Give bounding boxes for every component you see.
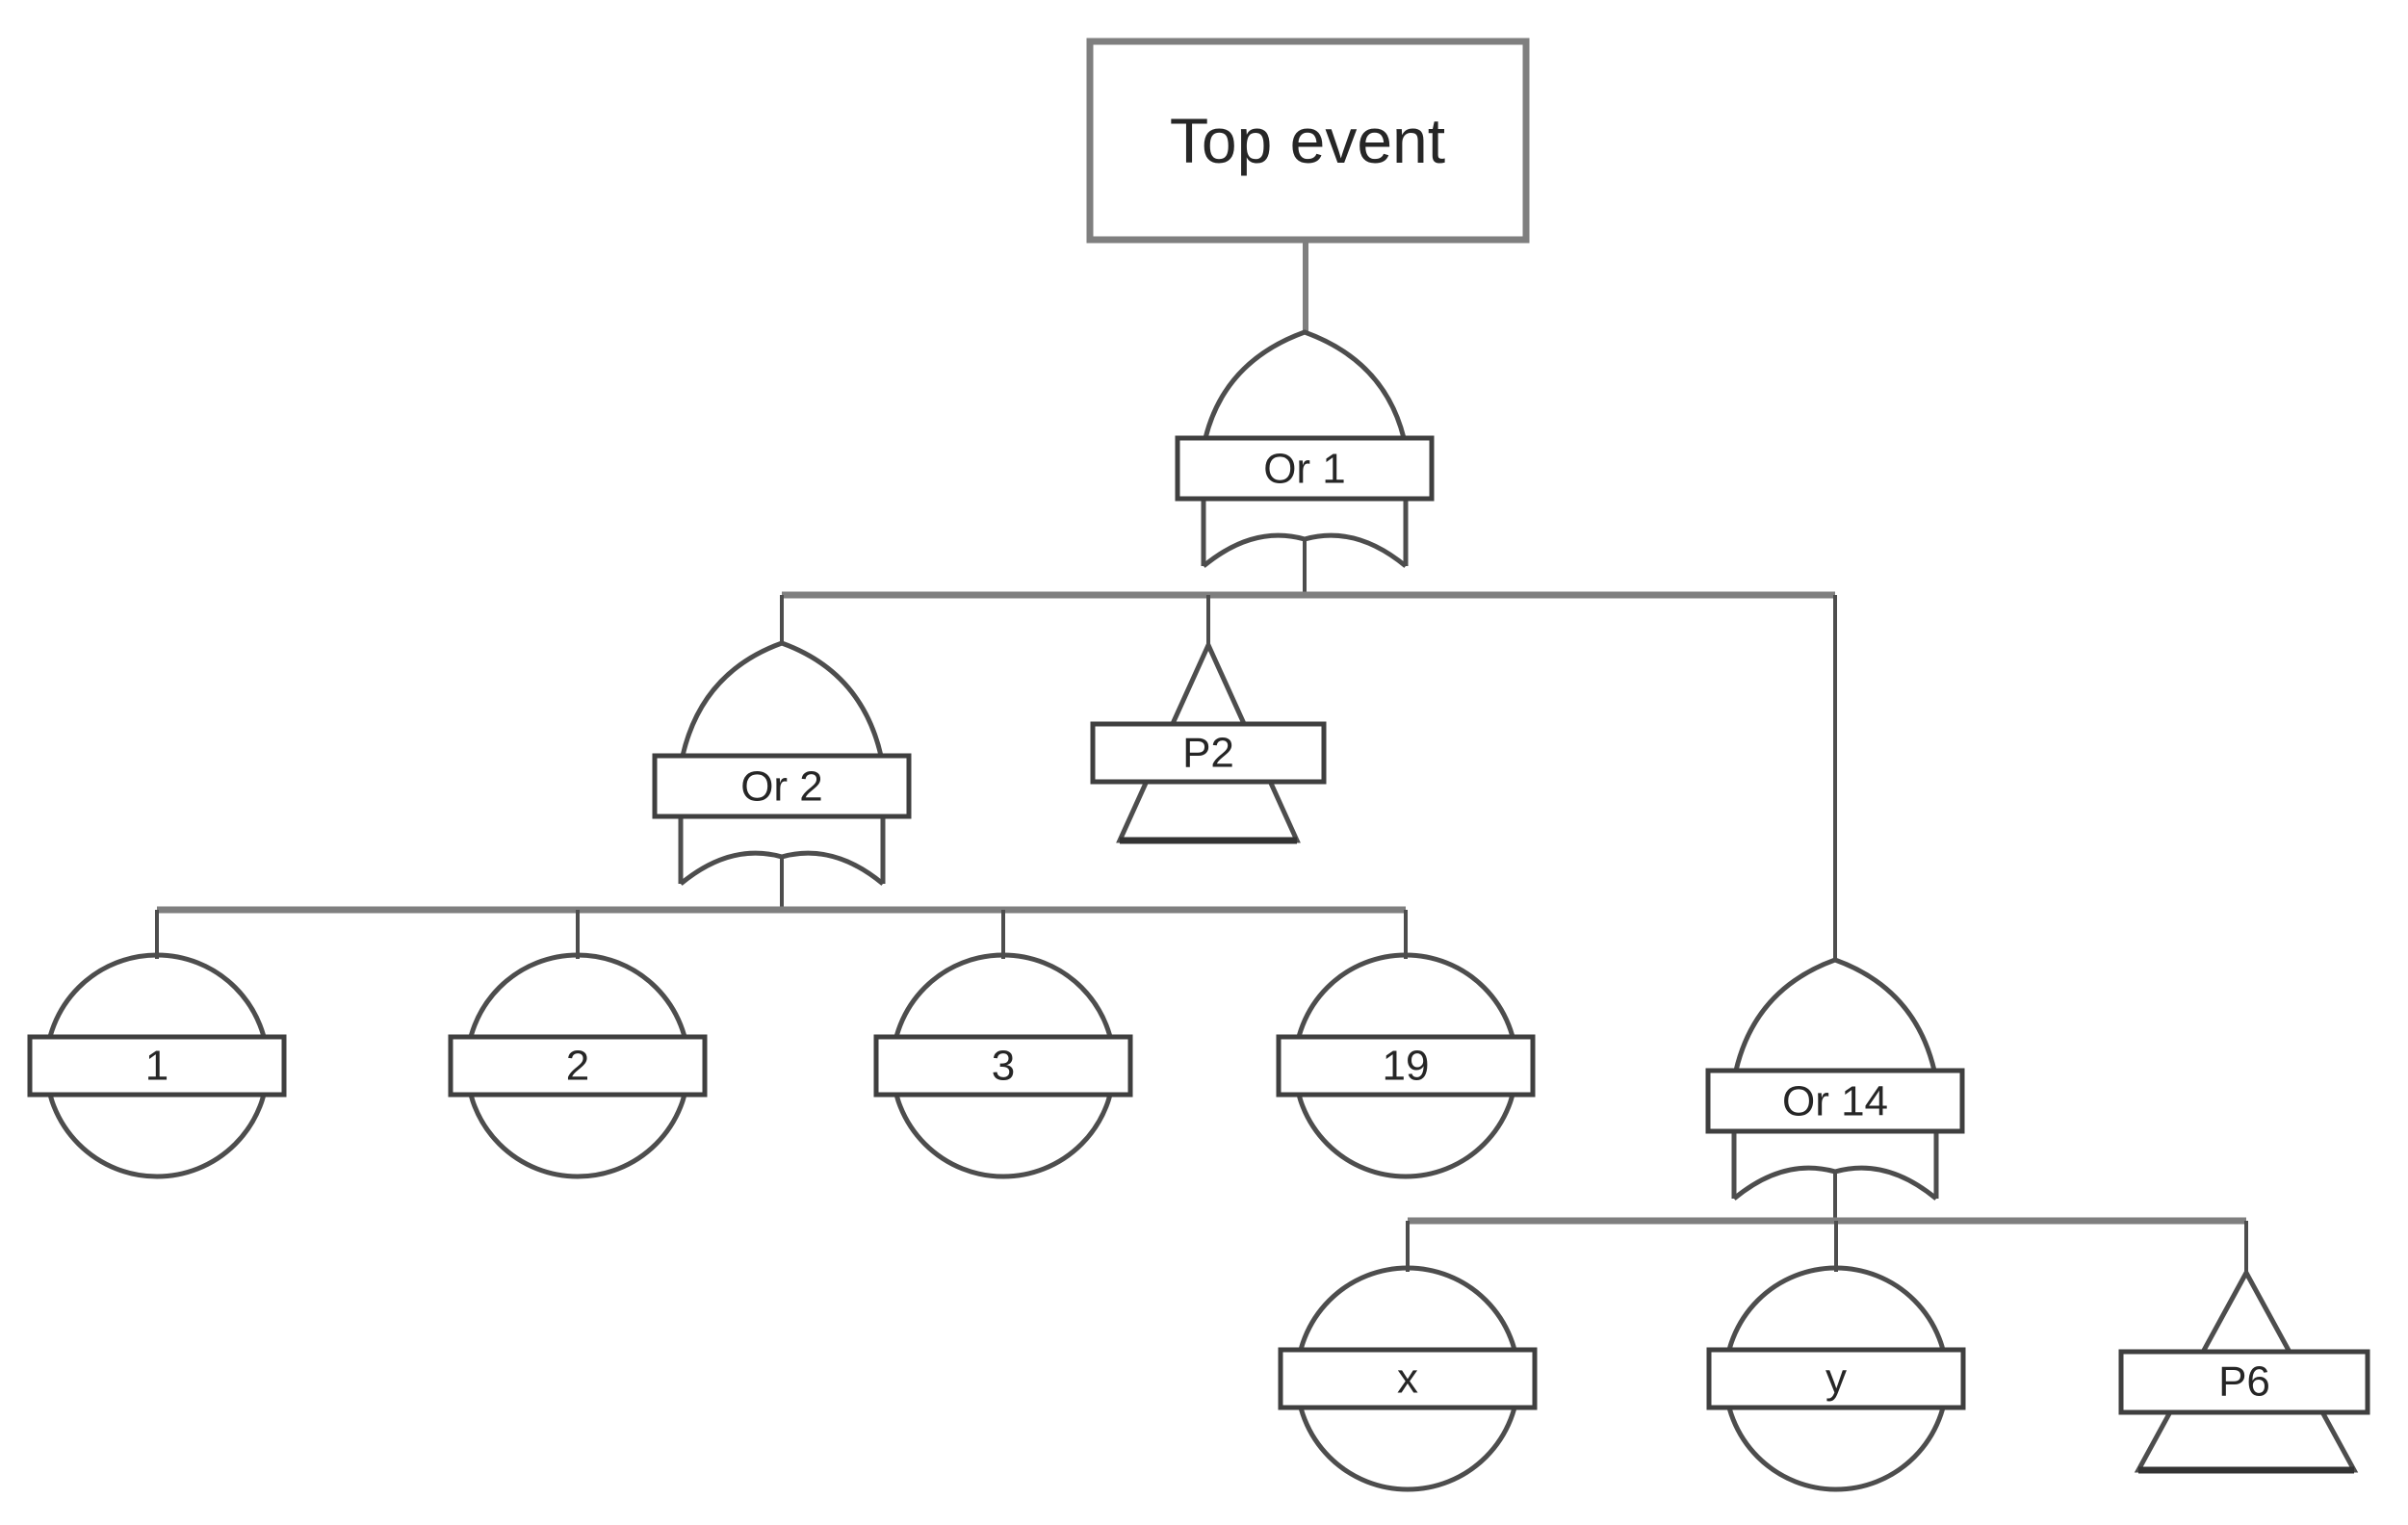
edges	[155, 240, 2248, 1275]
transfer-p2: P2	[1090, 638, 1327, 844]
gate-or14: Or 14	[1705, 957, 1965, 1201]
basic-event-19: 19	[1276, 952, 1536, 1179]
p2-label: P2	[1182, 730, 1234, 777]
basic-event-3: 3	[873, 952, 1133, 1179]
or14-label-box	[1705, 1068, 1965, 1134]
node-top-event: Top event	[1086, 38, 1530, 244]
or1-arch	[1203, 329, 1407, 439]
or1-bottom-curve	[1202, 532, 1408, 568]
gate-or1: Or 1	[1175, 329, 1435, 568]
or2-arch	[680, 640, 884, 757]
or14-arch	[1733, 957, 1937, 1072]
or1-label: Or 1	[1263, 446, 1346, 493]
b19-label-box	[1276, 1034, 1536, 1098]
or2-side-lines	[678, 816, 886, 884]
bx-label-box	[1278, 1347, 1538, 1410]
p6-label-box	[2118, 1349, 2370, 1415]
or1-side-lines	[1201, 499, 1409, 566]
or1-label-box	[1175, 435, 1435, 502]
b3-label-box	[873, 1034, 1133, 1098]
b2-label: 2	[566, 1043, 589, 1090]
p6-label: P6	[2218, 1358, 2270, 1406]
b3-label: 3	[992, 1043, 1015, 1090]
or14-label: Or 14	[1782, 1078, 1888, 1125]
or2-bottom-curve	[679, 850, 885, 886]
or2-label-box	[652, 753, 912, 819]
bx-label: x	[1397, 1356, 1418, 1403]
transfer-p6: P6	[2118, 1267, 2370, 1474]
basic-event-1: 1	[27, 952, 287, 1179]
or14-side-lines	[1731, 1131, 1939, 1199]
basic-event-y: y	[1706, 1265, 1966, 1492]
top-event-box	[1086, 38, 1530, 244]
b2-label-box	[448, 1034, 708, 1098]
by-label-box	[1706, 1347, 1966, 1410]
top-event-label: Top event	[1170, 105, 1445, 176]
b1-label: 1	[145, 1043, 168, 1090]
or14-bottom-curve	[1732, 1165, 1938, 1201]
p2-label-box	[1090, 721, 1327, 785]
basic-event-2: 2	[448, 952, 708, 1179]
or2-label: Or 2	[740, 763, 823, 811]
basic-event-x: x	[1278, 1265, 1538, 1492]
gate-or2: Or 2	[652, 640, 912, 886]
by-label: y	[1825, 1356, 1847, 1403]
b1-label-box	[27, 1034, 287, 1098]
b19-label: 19	[1383, 1043, 1430, 1090]
